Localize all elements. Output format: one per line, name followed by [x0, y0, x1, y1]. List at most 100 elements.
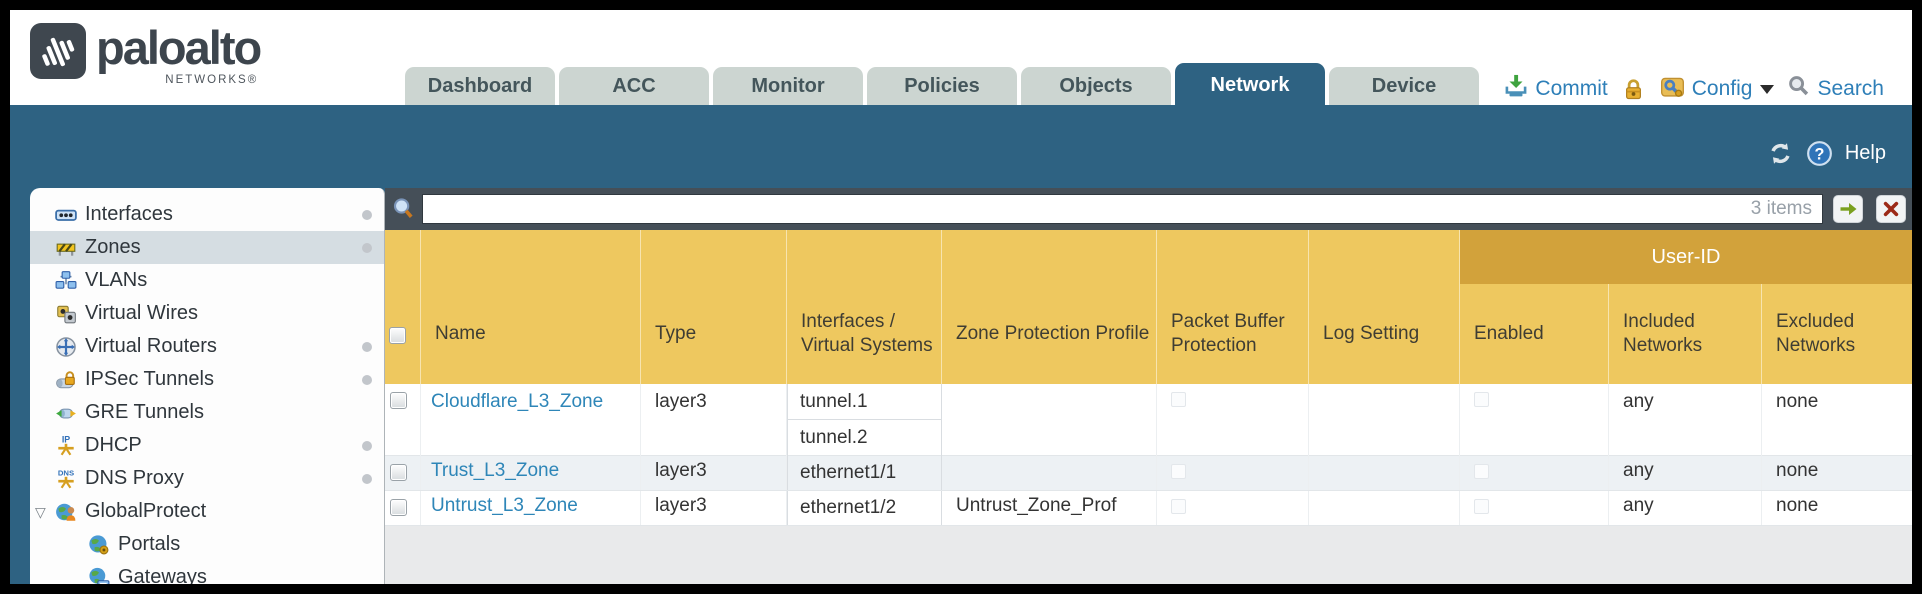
- sidebar-item-label: VLANs: [85, 269, 148, 291]
- excluded-networks: none: [1776, 495, 1819, 516]
- tab-acc[interactable]: ACC: [559, 67, 709, 105]
- sidebar-item-label: GlobalProtect: [85, 500, 207, 522]
- filter-input[interactable]: [423, 196, 1751, 222]
- table-row[interactable]: Trust_L3_Zone layer3 ethernet1/1 any non…: [385, 456, 1912, 491]
- row-checkbox[interactable]: [390, 464, 407, 481]
- tab-monitor[interactable]: Monitor: [713, 67, 863, 105]
- sidebar-item-dhcp[interactable]: IP DHCP: [30, 429, 384, 462]
- user-id-enabled-checkbox[interactable]: [1474, 392, 1489, 407]
- tab-objects[interactable]: Objects: [1021, 67, 1171, 105]
- ipsec-tunnels-icon: [55, 369, 77, 391]
- sidebar-item-portals[interactable]: Portals: [30, 528, 384, 561]
- column-header-excluded-networks[interactable]: Excluded Networks: [1776, 311, 1856, 356]
- interface-value: tunnel.2: [800, 427, 868, 448]
- lock-icon[interactable]: [1621, 77, 1646, 102]
- sidebar-item-gateways[interactable]: Gateways: [30, 561, 384, 584]
- interface-value: ethernet1/2: [800, 497, 897, 518]
- sidebar-item-label: Zones: [85, 236, 141, 258]
- interface-value: ethernet1/1: [800, 462, 897, 483]
- sidebar-item-vlans[interactable]: VLANs: [30, 264, 384, 297]
- packet-buffer-protection-checkbox[interactable]: [1171, 499, 1186, 514]
- column-header-type[interactable]: Type: [641, 230, 787, 384]
- row-checkbox[interactable]: [390, 499, 407, 516]
- interface-value: tunnel.1: [788, 384, 941, 420]
- sidebar-item-label: DNS Proxy: [85, 467, 184, 489]
- sidebar-item-label: Virtual Wires: [85, 302, 198, 324]
- included-networks: any: [1623, 391, 1654, 412]
- sidebar-item-interfaces[interactable]: Interfaces: [30, 198, 384, 231]
- tab-network[interactable]: Network: [1175, 63, 1325, 121]
- filter-search-icon[interactable]: [392, 197, 416, 221]
- sidebar-item-ipsec-tunnels[interactable]: IPSec Tunnels: [30, 363, 384, 396]
- sidebar-item-label: DHCP: [85, 434, 142, 456]
- excluded-networks: none: [1776, 391, 1819, 412]
- help-label[interactable]: Help: [1844, 142, 1886, 164]
- sidebar-item-virtual-wires[interactable]: Virtual Wires: [30, 297, 384, 330]
- included-networks: any: [1623, 495, 1654, 516]
- included-networks: any: [1623, 460, 1654, 481]
- tab-dashboard[interactable]: Dashboard: [405, 67, 555, 105]
- dhcp-icon: IP: [55, 435, 77, 457]
- svg-text:IP: IP: [62, 435, 70, 445]
- interfaces-icon: [55, 204, 77, 226]
- sidebar-item-dns-proxy[interactable]: DNS DNS Proxy: [30, 462, 384, 495]
- zone-type: layer3: [655, 391, 707, 412]
- zone-name-link[interactable]: Cloudflare_L3_Zone: [431, 391, 604, 412]
- config-menu[interactable]: Config: [1659, 73, 1775, 106]
- config-icon: [1659, 73, 1686, 106]
- excluded-networks: none: [1776, 460, 1819, 481]
- zone-name-link[interactable]: Trust_L3_Zone: [431, 460, 560, 481]
- status-dot: [362, 474, 372, 484]
- commit-button[interactable]: Commit: [1503, 73, 1608, 105]
- user-id-enabled-checkbox[interactable]: [1474, 464, 1489, 479]
- zones-table-body: Cloudflare_L3_Zone layer3 tunnel.1 tunne…: [385, 384, 1912, 526]
- table-row[interactable]: Untrust_L3_Zone layer3 ethernet1/2 Untru…: [385, 491, 1912, 526]
- packet-buffer-protection-checkbox[interactable]: [1171, 392, 1186, 407]
- column-header-enabled[interactable]: Enabled: [1460, 230, 1609, 384]
- tab-policies[interactable]: Policies: [867, 67, 1017, 105]
- sidebar-item-zones[interactable]: Zones: [30, 231, 384, 264]
- column-header-log-setting[interactable]: Log Setting: [1309, 230, 1460, 384]
- paloalto-logo: paloalto NETWORKS®: [30, 21, 262, 86]
- logo-wordmark: paloalto: [96, 21, 262, 74]
- select-all-checkbox[interactable]: [389, 327, 406, 344]
- gre-tunnels-icon: [55, 402, 77, 424]
- collapse-arrow-icon[interactable]: ▽: [35, 504, 46, 520]
- sidebar-item-globalprotect[interactable]: ▽ GlobalProtect: [30, 495, 384, 528]
- app-viewport: paloalto NETWORKS® Dashboard ACC Monitor…: [10, 10, 1912, 584]
- zone-type: layer3: [655, 495, 707, 516]
- column-header-name[interactable]: Name: [421, 230, 641, 384]
- vlans-icon: [55, 270, 77, 292]
- zones-panel: 3 items Name Type Interfaces: [385, 188, 1912, 584]
- virtual-routers-icon: [55, 336, 77, 358]
- column-header-zone-protection-profile[interactable]: Zone Protection Profile: [942, 230, 1157, 384]
- clear-filter-button[interactable]: [1876, 195, 1906, 223]
- column-header-included-networks[interactable]: Included Networks: [1609, 230, 1762, 384]
- table-row[interactable]: Cloudflare_L3_Zone layer3 tunnel.1 tunne…: [385, 384, 1912, 456]
- sidebar-item-label: GRE Tunnels: [85, 401, 204, 423]
- zones-table-header: Name Type Interfaces / Virtual Systems Z…: [385, 230, 1912, 384]
- zone-name-link[interactable]: Untrust_L3_Zone: [431, 495, 578, 516]
- svg-text:?: ?: [1814, 145, 1824, 163]
- gateways-icon: [88, 567, 110, 584]
- status-dot: [362, 210, 372, 220]
- column-header-interfaces[interactable]: Interfaces / Virtual Systems: [787, 230, 942, 384]
- portals-icon: [88, 534, 110, 556]
- help-icon[interactable]: ?: [1806, 140, 1833, 167]
- status-dot: [362, 342, 372, 352]
- refresh-icon[interactable]: [1767, 140, 1794, 167]
- user-id-enabled-checkbox[interactable]: [1474, 499, 1489, 514]
- sidebar-item-virtual-routers[interactable]: Virtual Routers: [30, 330, 384, 363]
- filter-bar: 3 items: [385, 188, 1912, 230]
- tab-device[interactable]: Device: [1329, 67, 1479, 105]
- globalprotect-icon: [55, 501, 77, 523]
- search-button[interactable]: Search: [1787, 74, 1884, 104]
- sidebar-item-label: IPSec Tunnels: [85, 368, 214, 390]
- header-actions: Commit Con: [1503, 72, 1884, 106]
- sidebar-item-gre-tunnels[interactable]: GRE Tunnels: [30, 396, 384, 429]
- column-header-packet-buffer-protection[interactable]: Packet Buffer Protection: [1157, 230, 1309, 384]
- packet-buffer-protection-checkbox[interactable]: [1171, 464, 1186, 479]
- row-checkbox[interactable]: [390, 392, 407, 409]
- apply-filter-button[interactable]: [1833, 195, 1863, 223]
- zones-icon: [55, 237, 77, 259]
